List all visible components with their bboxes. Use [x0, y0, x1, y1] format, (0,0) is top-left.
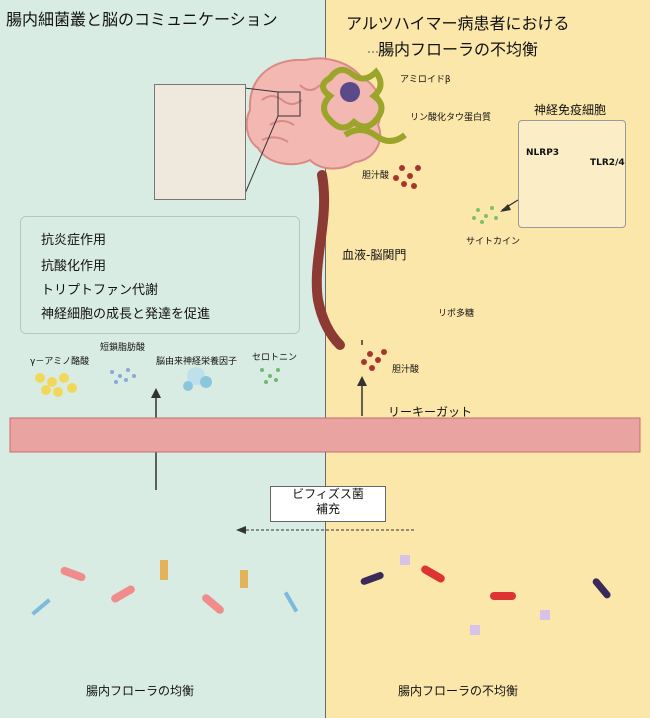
bile-acid-dots-top — [393, 165, 421, 189]
tau-label: リン酸化タウ蛋白質 — [410, 113, 492, 123]
scfa-label: 短鎖脂肪酸 — [100, 343, 146, 353]
cytokine-dots — [472, 206, 498, 224]
cytokine-label: サイトカイン — [466, 237, 521, 247]
left-panel-title: 腸内細菌叢と脳のコミュニケーション — [6, 10, 278, 29]
bdnf-molecules — [183, 367, 212, 391]
gut-balance-label: 腸内フローラの均衡 — [86, 684, 195, 698]
effect-item: トリプトファン代謝 — [41, 283, 159, 298]
serotonin-molecules — [260, 368, 280, 384]
effects-box: 抗炎症作用 抗酸化作用 トリプトファン代謝 神経細胞の成長と発達を促進 — [20, 216, 300, 334]
gaba-label: γ－アミノ酪酸 — [30, 357, 90, 367]
panel-divider — [325, 0, 326, 718]
right-panel-title-line1: アルツハイマー病患者における — [346, 14, 570, 33]
neuron-detail-box — [154, 84, 246, 200]
gaba-molecules — [35, 373, 77, 397]
scfa-molecules — [110, 368, 136, 384]
bacteria-imbalanced-illustration — [360, 555, 611, 635]
bifidobacteria-supplement-box: ビフィズス菌 補充 — [270, 486, 386, 522]
brain-illustration — [245, 57, 382, 170]
amyloid-plaque-illustration — [320, 66, 407, 144]
gut-imbalance-label: 腸内フローラの不均衡 — [398, 684, 519, 698]
amyloid-label: アミロイドβ — [400, 75, 451, 85]
neuroimmune-label: 神経免疫細胞 — [534, 103, 607, 117]
serotonin-label: セロトニン — [252, 353, 298, 363]
tlr-label: TLR2/4 — [590, 158, 625, 168]
bdnf-label: 脳由来神経栄養因子 — [156, 357, 238, 367]
gut-epithelium-illustration — [9, 417, 641, 453]
nlrp3-label: NLRP3 — [526, 148, 560, 158]
effect-item: 神経細胞の成長と発達を促進 — [41, 307, 211, 322]
leaky-gut-label: リーキーガット — [388, 405, 473, 419]
supplement-line2: 補充 — [315, 502, 340, 516]
bacteria-balanced-illustration — [31, 560, 299, 616]
bile-acid-dots-bottom — [361, 349, 387, 371]
right-panel-title-line2: 腸内フローラの不均衡 — [378, 40, 539, 59]
supplement-line1: ビフィズス菌 — [292, 487, 364, 501]
bile-acid-label-bottom: 胆汁酸 — [392, 365, 420, 375]
effect-item: 抗炎症作用 — [41, 233, 107, 248]
bbb-label: 血液-脳関門 — [342, 248, 407, 262]
neuroimmune-box — [518, 120, 626, 228]
lps-label: リポ多糖 — [438, 309, 475, 319]
bile-acid-label-top: 胆汁酸 — [362, 171, 390, 181]
effect-item: 抗酸化作用 — [41, 259, 107, 274]
